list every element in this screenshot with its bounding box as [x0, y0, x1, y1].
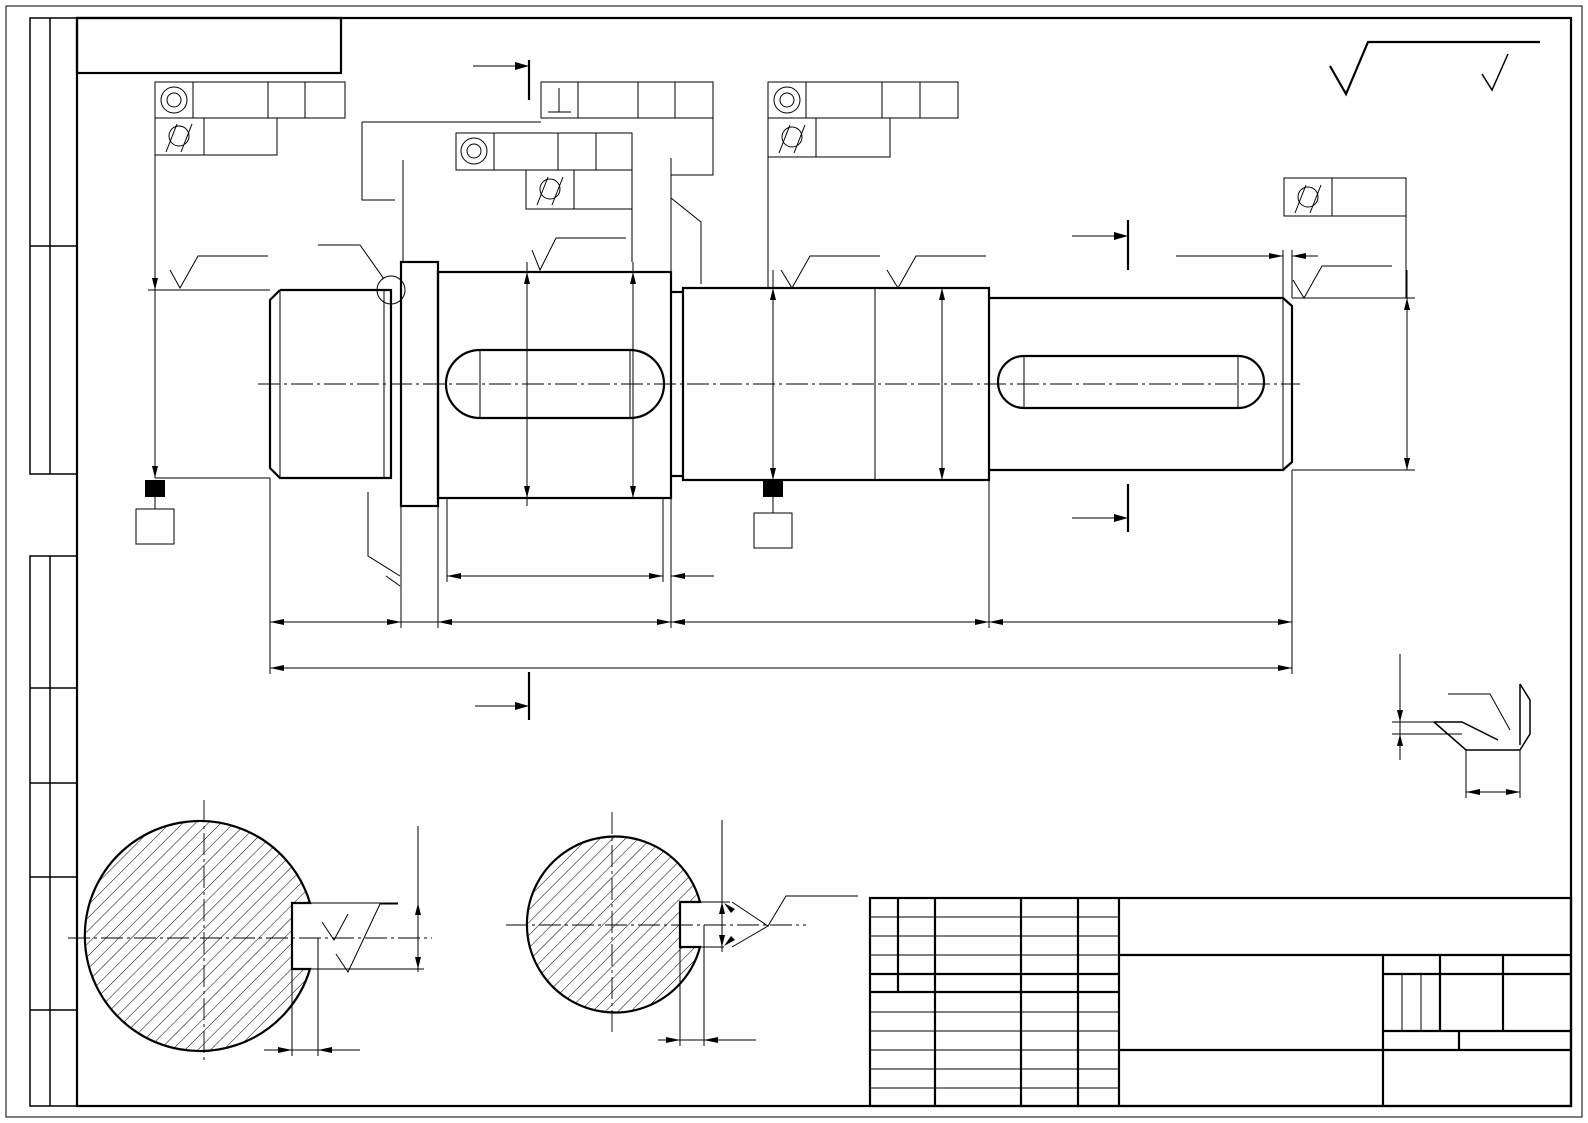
tolerance-frame-4: [767, 81, 959, 288]
general-roughness-mark: [1329, 40, 1540, 97]
keyway-slot-1: [444, 348, 666, 420]
leader-lines: [367, 158, 702, 587]
keyway-slot-2: [996, 354, 1266, 410]
detail-leader: [318, 244, 385, 280]
left-binding-strip: [29, 17, 78, 1107]
tolerance-frame-1: [154, 81, 346, 270]
tolerance-frame-2: [361, 81, 714, 201]
top-left-stamp-box: [75, 16, 343, 75]
undercut-detail-view: [1392, 654, 1531, 798]
section-view-large: [68, 800, 432, 1064]
roughness-marks: [169, 237, 1392, 299]
tolerance-frame-5: [1283, 177, 1407, 298]
tolerance-frame-3: [455, 132, 633, 262]
datum-marker-a: [135, 480, 175, 545]
length-dimensions: [269, 250, 1318, 674]
title-block: [868, 896, 1573, 1108]
detail-callout-circle: [376, 275, 406, 305]
section-markers: [473, 60, 1130, 720]
diameter-dimensions: [148, 262, 1415, 506]
datum-marker-b: [753, 480, 793, 549]
shaft-body: [268, 260, 1294, 508]
section-view-small: [506, 812, 858, 1046]
